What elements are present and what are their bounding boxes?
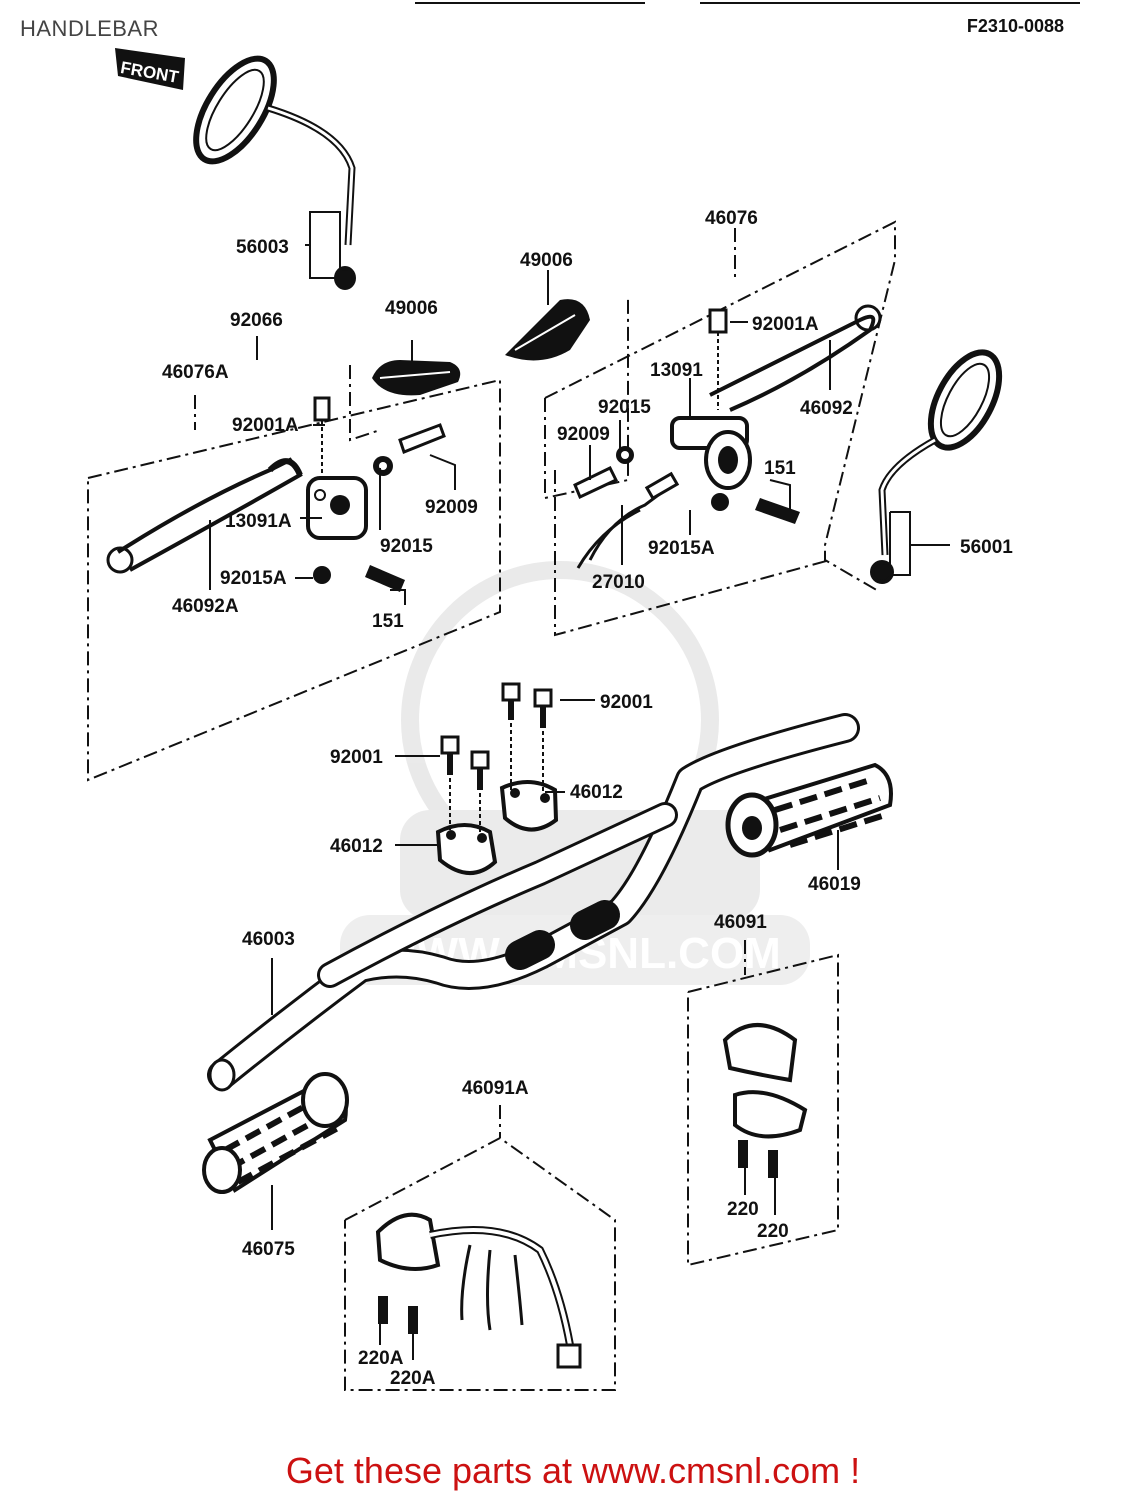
right-lever-holder	[573, 308, 800, 569]
label-151-right: 151	[764, 458, 796, 479]
label-92015A-right: 92015A	[648, 538, 715, 559]
label-27010: 27010	[592, 572, 645, 593]
label-46012-right: 46012	[570, 782, 623, 803]
left-grip	[202, 1072, 349, 1194]
page-title: HANDLEBAR	[20, 16, 159, 41]
leader-lines	[209, 211, 950, 1360]
label-49006-left: 49006	[385, 298, 438, 319]
left-mirror	[193, 55, 356, 290]
right-switch	[722, 1023, 808, 1178]
label-151-left: 151	[372, 611, 404, 632]
label-92001A-right: 92001A	[752, 314, 819, 335]
label-46075: 46075	[242, 1239, 295, 1260]
part-labels: 56003 92066 46076A 49006 49006 46076 920…	[162, 208, 1013, 1389]
label-92066: 92066	[230, 310, 283, 331]
label-220-b: 220	[757, 1221, 789, 1242]
label-220A-a: 220A	[358, 1348, 404, 1369]
label-92001-right: 92001	[600, 692, 653, 713]
label-56001: 56001	[960, 537, 1013, 558]
diagram-code: F2310-0088	[966, 16, 1064, 36]
handlebar	[207, 713, 860, 1092]
top-rule-right	[700, 2, 1080, 4]
right-lever	[709, 304, 882, 412]
right-grip-cover	[505, 270, 590, 361]
label-92009-left: 92009	[425, 497, 478, 518]
label-220A-b: 220A	[390, 1368, 436, 1389]
left-grip-cover	[372, 340, 461, 396]
label-92015-right: 92015	[598, 397, 651, 418]
footer-link[interactable]: Get these parts at www.cmsnl.com !	[285, 1450, 861, 1491]
label-46091A: 46091A	[462, 1078, 529, 1099]
right-mirror	[870, 349, 1003, 584]
label-92001A-left: 92001A	[232, 415, 299, 436]
front-tag: FRONT	[115, 48, 185, 90]
label-49006-right: 49006	[520, 250, 573, 271]
top-rule-left	[415, 2, 645, 4]
label-46003: 46003	[242, 929, 295, 950]
left-switch-box	[344, 1105, 616, 1391]
left-lever	[106, 457, 303, 574]
label-46092: 46092	[800, 398, 853, 419]
label-92015-left: 92015	[380, 536, 433, 557]
label-56003: 56003	[236, 237, 289, 258]
label-13091: 13091	[650, 360, 703, 381]
left-lever-assembly-box	[87, 365, 501, 782]
label-13091A: 13091A	[225, 511, 292, 532]
right-switch-box	[687, 940, 839, 1267]
label-46091: 46091	[714, 912, 767, 933]
right-grip	[725, 762, 893, 858]
left-switch	[375, 1212, 582, 1369]
label-92009-right: 92009	[557, 424, 610, 445]
label-46076: 46076	[705, 208, 758, 229]
label-46012-left: 46012	[330, 836, 383, 857]
label-46076A: 46076A	[162, 362, 229, 383]
label-92015A-left: 92015A	[220, 568, 287, 589]
label-46092A: 46092A	[172, 596, 239, 617]
left-lever-holder	[306, 396, 446, 592]
label-46019: 46019	[808, 874, 861, 895]
handlebar-clamps	[435, 780, 559, 875]
label-220-a: 220	[727, 1199, 759, 1220]
clamp-bolts	[440, 682, 553, 835]
label-92001-left: 92001	[330, 747, 383, 768]
